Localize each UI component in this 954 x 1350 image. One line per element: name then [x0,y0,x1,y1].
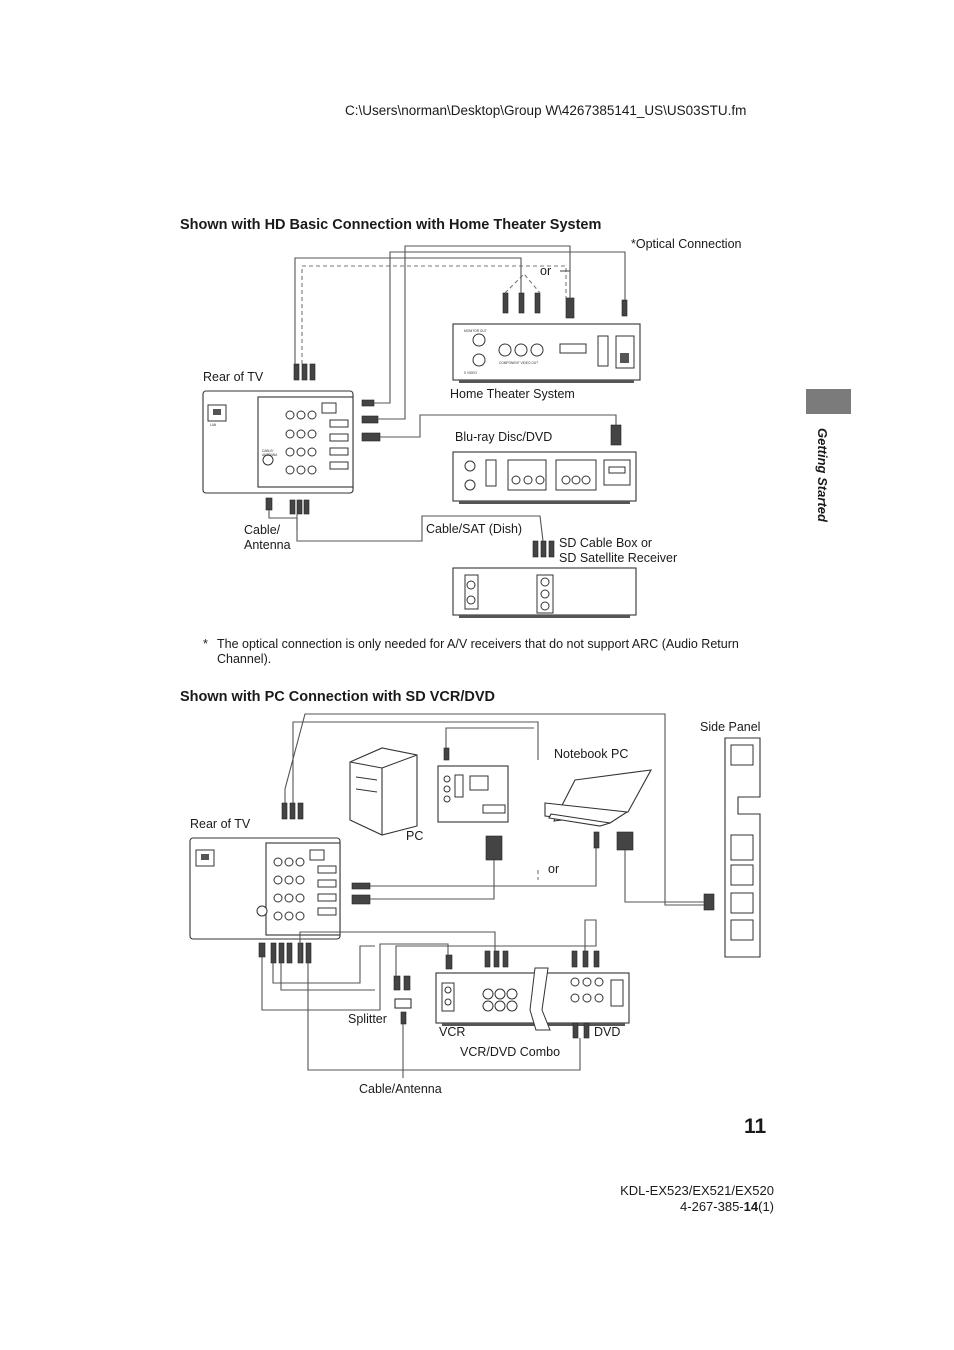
tv-rear-panel-2 [189,837,341,940]
tv-bottom-plugs-1 [265,497,310,515]
home-theater-system-device: MONITOR OUT S VIDEO COMPONENT VIDEO OUT [452,323,641,383]
label-splitter: Splitter [348,1012,387,1026]
svg-text:MONITOR OUT: MONITOR OUT [464,329,487,333]
pc-rear-panel [437,765,509,823]
model-info: KDL-EX523/EX521/EX520 4-267-385-14(1) [600,1183,774,1215]
label-home-theater-system: Home Theater System [450,387,575,401]
document-code: 4-267-385-14(1) [600,1199,774,1215]
rca-cable-dvd [307,963,581,1071]
vcr-dvd-combo-device [435,967,630,1031]
code-bold: 14 [743,1199,759,1214]
dashed-component-cable [301,265,567,364]
svg-text:S VIDEO: S VIDEO [464,371,477,375]
footnote-marker: * [203,637,208,651]
hdmi-cable-bluray [380,414,617,438]
model-number: KDL-EX523/EX521/EX520 [620,1183,774,1198]
combo-top-plugs [445,950,600,970]
svg-text:LAN: LAN [210,423,217,427]
component-cable-dvd [395,919,597,976]
file-path-header: C:\Users\norman\Desktop\Group W\42673851… [345,103,747,118]
component-cable [294,257,522,364]
page-number: 11 [744,1115,767,1138]
label-or-2: or [548,862,560,876]
section1-heading: Shown with HD Basic Connection with Home… [180,217,602,233]
notebook-vga-plug [616,831,634,851]
pc-tower [349,747,418,836]
section-tab-marker [806,389,851,414]
tv-side-plugs-1 [361,399,381,442]
label-cable-antenna-1b: Antenna [244,538,291,552]
tv-side-plugs-2 [351,882,371,905]
pc-audio-plug [443,747,450,761]
label-blu-ray: Blu-ray Disc/DVD [455,430,553,444]
footnote-text: The optical connection is only needed fo… [217,637,739,666]
notebook-pc [544,769,653,827]
optical-cable [374,251,626,404]
label-side-panel: Side Panel [700,720,761,734]
hts-plugs [502,292,628,319]
cable-antenna-line [268,510,544,542]
tv-rear-panel-1: LAN CABLE/ ANTENNA [202,390,354,494]
section2-heading: Shown with PC Connection with SD VCR/DVD [180,689,495,705]
code-suffix: (1) [758,1199,774,1214]
notebook-audio-plug [593,831,600,849]
blu-ray-device [452,451,637,504]
sd-box-plugs [532,540,555,558]
dashed-or-lines [504,273,541,294]
hdmi-plug-bluray [610,424,622,446]
rca-cable-a [272,945,375,984]
label-vcr-dvd-combo: VCR/DVD Combo [460,1045,561,1059]
svg-text:ANTENNA: ANTENNA [262,453,278,457]
label-rear-of-tv-1: Rear of TV [203,370,264,384]
component-cable-2b [292,721,539,803]
dvd-bottom-plugs [572,1022,590,1039]
label-dvd: DVD [594,1025,621,1039]
splitter-device [393,975,412,1025]
svg-text:CABLE/: CABLE/ [262,449,273,453]
component-cable-2 [284,713,704,906]
label-cable-antenna-2: Cable/Antenna [359,1082,442,1096]
component-plugs-tv-2 [281,802,304,820]
vga-cable-pc [370,860,495,900]
label-cable-sat: Cable/SAT (Dish) [426,522,523,536]
component-plugs-tv-1 [293,363,316,381]
label-rear-of-tv-2: Rear of TV [190,817,251,831]
label-vcr: VCR [439,1025,466,1039]
label-sd-box-1: SD Cable Box or [559,536,653,550]
label-notebook-pc: Notebook PC [554,747,629,761]
sd-cable-box-device [452,567,637,618]
label-cable-antenna-1a: Cable/ [244,523,281,537]
hdmi-cable-hts [378,245,571,420]
vga-cable-notebook [624,850,704,903]
audio-cable-notebook [370,848,597,887]
label-pc: PC [406,829,424,843]
svg-text:COMPONENT VIDEO OUT: COMPONENT VIDEO OUT [499,361,538,365]
pc-audio-cable [445,727,534,748]
rca-cable-vcr [299,931,496,963]
label-sd-box-2: SD Satellite Receiver [559,551,678,565]
label-optical-connection: *Optical Connection [631,237,742,251]
code-prefix: 4-267-385- [680,1199,744,1214]
tv-bottom-plugs-2 [258,942,312,964]
tv-side-panel [724,737,761,958]
pc-vga-plug [485,835,503,861]
label-or-1: or [540,264,552,278]
side-panel-vga-plug [703,893,715,911]
rca-cable-b [280,963,375,991]
